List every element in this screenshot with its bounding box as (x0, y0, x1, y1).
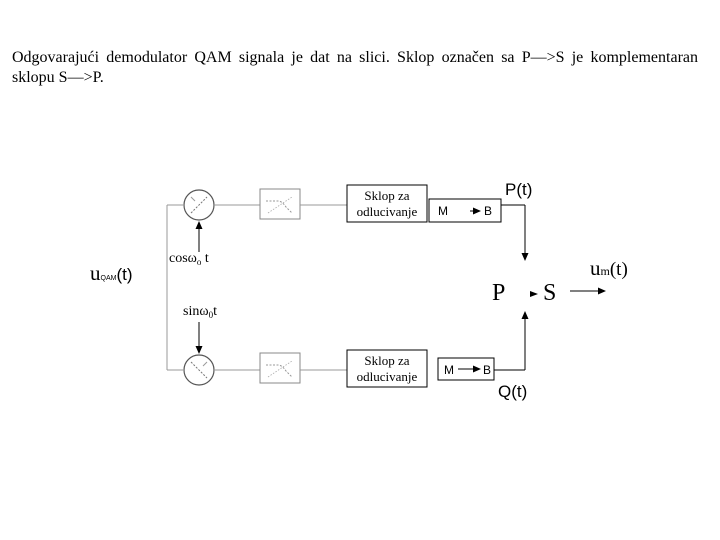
ps-s-label: S (543, 280, 556, 306)
bottom-mb-converter: M B (437, 357, 495, 381)
top-decision-line1: Sklop za (364, 188, 409, 203)
sin-carrier-label: sinω0t (183, 304, 217, 320)
q-signal-path (494, 311, 529, 371)
top-mb-m-label: M (438, 204, 448, 218)
output-signal-label: um(t) (590, 256, 628, 280)
bottom-decision-block: Sklop za odlucivanje (346, 349, 428, 388)
top-mb-b-label: B (484, 204, 492, 218)
p-t-label: P(t) (505, 180, 532, 199)
p-signal-path (501, 204, 529, 261)
q-t-label: Q(t) (498, 382, 527, 401)
mixer-filter-links (214, 204, 260, 371)
top-lowpass-filter (259, 188, 301, 220)
p-to-s-converter: P S (492, 280, 556, 306)
top-mixer (183, 189, 215, 221)
input-signal-label: uQAM(t) (90, 261, 133, 285)
bottom-decision-line2: odlucivanje (357, 369, 418, 384)
cos-carrier-label: cosωo t (169, 251, 209, 267)
input-splitter (166, 204, 183, 371)
bottom-mixer (183, 354, 215, 386)
top-decision-block: Sklop za odlucivanje (346, 184, 428, 223)
bottom-decision-line1: Sklop za (364, 353, 409, 368)
filter-decision-links (300, 204, 347, 371)
bottom-mb-m-label: M (444, 363, 454, 377)
ps-p-label: P (492, 280, 505, 306)
bottom-lowpass-filter (259, 352, 301, 384)
bottom-mb-b-label: B (483, 363, 491, 377)
top-mb-converter: M B (428, 198, 502, 223)
description-paragraph: Odgovarajući demodulator QAM signala je … (12, 49, 698, 86)
top-decision-line2: odlucivanje (357, 204, 418, 219)
